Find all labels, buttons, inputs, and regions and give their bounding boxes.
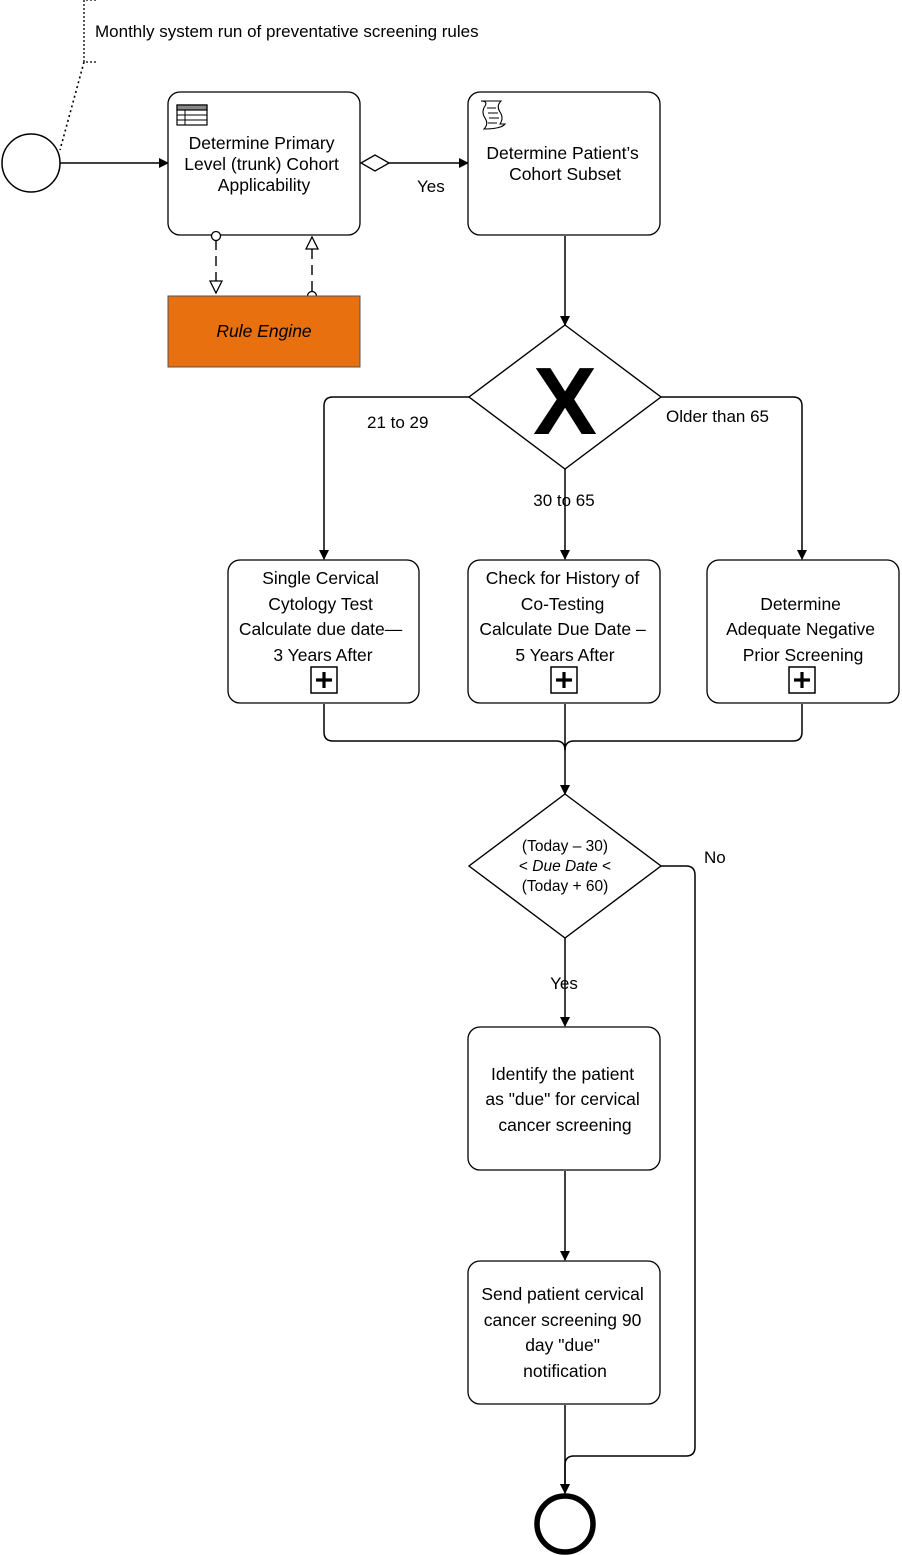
text-annotation: Monthly system run of preventative scree… bbox=[59, 0, 479, 151]
svg-text:Determine Adequate Negat: Determine Adequate Negative Prior Screen… bbox=[726, 594, 880, 665]
task-label-line: Cytology Test bbox=[268, 594, 373, 614]
task-determine-cohort-subset[interactable]: Determine Patient’s Cohort Subset bbox=[467, 91, 661, 236]
gateway-x-icon: X bbox=[533, 348, 597, 455]
data-association-from-rule-engine bbox=[308, 237, 317, 302]
rule-engine-label: Rule Engine bbox=[216, 321, 312, 341]
task-label-line: Send patient cervical bbox=[481, 1284, 643, 1304]
svg-text:Send patient cervical ca: Send patient cervical cancer screening 9… bbox=[481, 1284, 648, 1381]
task-determine-primary-cohort[interactable]: Determine Primary Level (trunk) Cohort A… bbox=[167, 91, 361, 236]
flow-primary-to-subset: Yes bbox=[359, 154, 469, 196]
plus-icon[interactable] bbox=[788, 666, 816, 694]
svg-text:(Today – 30): (Today – 30) bbox=[522, 838, 608, 855]
decision-line-2-pre: < bbox=[519, 858, 532, 875]
decision-line-1: (Today – 30) bbox=[522, 838, 608, 855]
svg-text:(Today + 60): (Today + 60) bbox=[522, 878, 609, 895]
task-identify-patient-due[interactable]: Identify the patient as "due" for cervic… bbox=[467, 1026, 661, 1171]
task-label-line: cancer screening 90 bbox=[484, 1310, 642, 1330]
decision-line-2-post: < bbox=[598, 858, 611, 875]
business-rule-table-icon bbox=[176, 104, 208, 126]
subprocess-cotesting-history[interactable]: Check for History of Co-Testing Calculat… bbox=[467, 559, 661, 704]
task-label-line: Determine Primary bbox=[189, 133, 335, 153]
subprocess-single-cervical-cytology[interactable]: Single Cervical Cytology Test Calculate … bbox=[227, 559, 420, 704]
decision-due-date: Due Date bbox=[532, 858, 598, 875]
svg-text:Check for History of Co-: Check for History of Co-Testing Calculat… bbox=[479, 568, 650, 665]
task-label-line: 3 Years After bbox=[273, 645, 372, 665]
task-label-line: Calculate Due Date – bbox=[479, 619, 646, 639]
task-label-line: Adequate Negative bbox=[726, 619, 875, 639]
flow-branch-right: Older than 65 bbox=[661, 396, 807, 560]
branch-label-30-65: 30 to 65 bbox=[533, 491, 594, 510]
branch-label-older-65: Older than 65 bbox=[666, 407, 769, 426]
task-label-line: Level (trunk) Cohort bbox=[184, 154, 339, 174]
annotation-text: Monthly system run of preventative scree… bbox=[95, 22, 479, 41]
svg-text:Single Cervical Cytology: Single Cervical Cytology Test Calculate … bbox=[239, 568, 407, 665]
due-date-decision-gateway[interactable]: (Today – 30) < Due Date < (Today + 60) bbox=[467, 793, 663, 939]
svg-text:Identify the patient as: Identify the patient as "due" for cervic… bbox=[485, 1064, 644, 1135]
flow-branch-left: 21 to 29 bbox=[319, 396, 469, 560]
exclusive-gateway[interactable]: X bbox=[467, 324, 663, 470]
task-label-line: Applicability bbox=[218, 175, 311, 195]
script-icon bbox=[480, 100, 507, 130]
task-label-line: Calculate due date— bbox=[239, 619, 403, 639]
flow-label-no: No bbox=[704, 848, 726, 867]
task-label-line: 5 Years After bbox=[515, 645, 614, 665]
task-send-due-notification[interactable]: Send patient cervical cancer screening 9… bbox=[467, 1260, 661, 1405]
start-event[interactable] bbox=[1, 133, 61, 193]
task-label-line: Determine bbox=[760, 594, 841, 614]
flow-branch-middle: 30 to 65 bbox=[533, 469, 595, 560]
decision-line-3: (Today + 60) bbox=[522, 878, 609, 895]
task-label-line: Determine Patient’s bbox=[486, 143, 639, 163]
flow-decision-no: No bbox=[560, 848, 726, 1494]
svg-text:Determine Patient’s Coho: Determine Patient’s Cohort Subset bbox=[486, 143, 643, 184]
task-label-line: day "due" bbox=[525, 1335, 600, 1355]
end-event[interactable] bbox=[534, 1493, 596, 1555]
task-label-line: Identify the patient bbox=[491, 1064, 634, 1084]
branch-label-21-29: 21 to 29 bbox=[367, 413, 428, 432]
plus-icon[interactable] bbox=[550, 666, 578, 694]
task-label-line: Prior Screening bbox=[743, 645, 864, 665]
data-association-to-rule-engine bbox=[212, 230, 221, 294]
task-label-line: Check for History of bbox=[486, 568, 640, 588]
task-label-line: cancer screening bbox=[498, 1115, 631, 1135]
decision-line-2: < Due Date < bbox=[519, 858, 611, 875]
flow-label-yes-decision: Yes bbox=[550, 974, 578, 993]
rule-engine-block[interactable]: Rule Engine bbox=[167, 295, 361, 368]
plus-icon[interactable] bbox=[310, 666, 338, 694]
flow-merge-to-decision bbox=[323, 704, 803, 795]
svg-text:Determine Primary Level: Determine Primary Level (trunk) Cohort A… bbox=[184, 133, 344, 195]
task-label-line: as "due" for cervical bbox=[485, 1089, 639, 1109]
task-label-line: notification bbox=[523, 1361, 607, 1381]
task-label-line: Cohort Subset bbox=[509, 164, 621, 184]
subprocess-adequate-negative-screening[interactable]: Determine Adequate Negative Prior Screen… bbox=[706, 559, 900, 704]
flow-decision-yes: Yes bbox=[550, 938, 578, 1027]
flow-label-yes: Yes bbox=[417, 177, 445, 196]
task-label-line: Co-Testing bbox=[521, 594, 605, 614]
task-label-line: Single Cervical bbox=[262, 568, 379, 588]
